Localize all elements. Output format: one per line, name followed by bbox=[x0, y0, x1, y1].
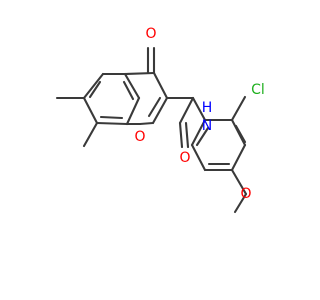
bond-2 bbox=[82, 96, 99, 125]
bond-12 bbox=[151, 96, 169, 125]
bond-15 bbox=[147, 96, 162, 118]
carbonyl-oxygen-label: O bbox=[145, 26, 156, 42]
bond-31 bbox=[234, 124, 247, 144]
amide-hydrogen-label: H bbox=[202, 100, 213, 116]
chlorine-label: Cl bbox=[251, 82, 265, 98]
bond-11 bbox=[152, 71, 169, 100]
molecule-svg: O O O N H Cl O bbox=[55, 26, 265, 214]
bond-22 bbox=[191, 96, 207, 122]
bond-10 bbox=[123, 71, 156, 76]
bond-23 bbox=[178, 121, 184, 149]
bond-29 bbox=[190, 143, 207, 172]
bond-1 bbox=[82, 72, 105, 100]
bond-19 bbox=[82, 121, 99, 148]
ring-oxygen-label: O bbox=[134, 129, 145, 145]
amide-oxygen-label: O bbox=[179, 150, 190, 166]
molecule-structure-diagram: O O O N H Cl O bbox=[55, 26, 265, 214]
bond-3 bbox=[95, 121, 129, 126]
bond-4 bbox=[125, 96, 141, 126]
bond-30 bbox=[190, 118, 207, 147]
methoxy-oxygen-label: O bbox=[240, 186, 251, 202]
bond-21 bbox=[178, 96, 195, 125]
atom-label-group: O O O N H Cl O bbox=[134, 26, 264, 202]
bond-35 bbox=[230, 168, 248, 196]
bond-9 bbox=[122, 80, 135, 101]
bond-8 bbox=[99, 115, 124, 120]
bond-24 bbox=[184, 121, 190, 149]
bond-36 bbox=[233, 192, 248, 214]
bond-34 bbox=[230, 95, 247, 122]
bond-27 bbox=[230, 143, 247, 172]
bond-5 bbox=[123, 72, 141, 100]
bond-7 bbox=[88, 80, 102, 99]
amide-nitrogen-label: N bbox=[202, 118, 212, 134]
bond-group bbox=[55, 46, 248, 214]
bond-13 bbox=[138, 121, 155, 126]
bond-33 bbox=[195, 126, 210, 147]
